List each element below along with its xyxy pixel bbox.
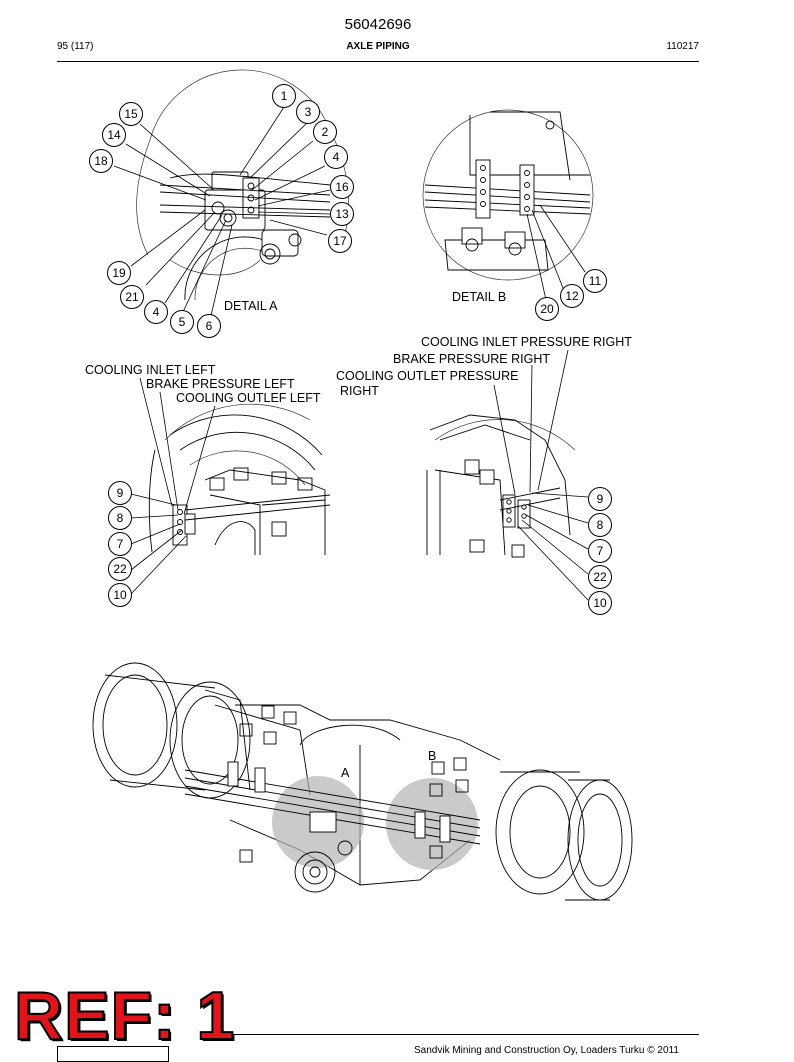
page-indicator: 95 (117) <box>57 41 94 52</box>
svg-text:7: 7 <box>117 537 124 551</box>
callout-balloon: 4 <box>144 300 168 324</box>
header-divider <box>57 61 699 62</box>
document-number: 56042696 <box>344 16 412 33</box>
svg-text:4: 4 <box>333 150 340 164</box>
svg-text:13: 13 <box>335 207 349 221</box>
svg-text:5: 5 <box>179 315 186 329</box>
ref-stamp: REF: 1 <box>13 978 236 1054</box>
footer-copyright: Sandvik Mining and Construction Oy, Load… <box>414 1045 679 1056</box>
callout-balloon: 18 <box>89 149 113 173</box>
svg-text:15: 15 <box>124 107 138 121</box>
callout-balloon: 20 <box>535 297 559 321</box>
callout-balloon: 10 <box>108 583 132 607</box>
svg-text:16: 16 <box>335 180 349 194</box>
svg-text:6: 6 <box>206 319 213 333</box>
detail-a-label: DETAIL A <box>224 299 278 313</box>
svg-text:10: 10 <box>593 596 607 610</box>
view-b-marker: B <box>428 749 436 763</box>
callouts-detail-b: 11 12 20 <box>535 269 607 321</box>
svg-text:21: 21 <box>125 290 139 304</box>
date-code: 110217 <box>666 41 699 52</box>
callout-balloon: 14 <box>102 123 126 147</box>
svg-text:9: 9 <box>597 492 604 506</box>
callout-balloon: 17 <box>328 229 352 253</box>
detail-a-view <box>113 69 350 321</box>
svg-text:3: 3 <box>305 105 312 119</box>
svg-text:4: 4 <box>153 305 160 319</box>
callout-balloon: 7 <box>588 539 612 563</box>
callout-balloon: 8 <box>108 506 132 530</box>
svg-text:1: 1 <box>281 89 288 103</box>
callout-balloon: 1 <box>272 84 296 108</box>
svg-text:7: 7 <box>597 544 604 558</box>
callout-balloon: 10 <box>588 591 612 615</box>
svg-text:18: 18 <box>94 154 108 168</box>
callout-balloon: 12 <box>560 284 584 308</box>
footer-divider <box>230 1034 699 1035</box>
svg-text:9: 9 <box>117 486 124 500</box>
callout-balloon: 19 <box>107 261 131 285</box>
label-cooling-inlet-right: COOLING INLET PRESSURE RIGHT <box>421 335 632 349</box>
callout-balloon: 2 <box>313 120 337 144</box>
svg-text:8: 8 <box>597 518 604 532</box>
callout-balloon: 16 <box>330 175 354 199</box>
svg-text:14: 14 <box>107 128 121 142</box>
label-cooling-outlet-left: COOLING OUTLEF LEFT <box>176 391 321 405</box>
callout-balloon: 8 <box>588 513 612 537</box>
label-cooling-outlet-right: COOLING OUTLET PRESSURE <box>336 369 518 383</box>
callout-balloon: 15 <box>119 102 143 126</box>
svg-text:8: 8 <box>117 511 124 525</box>
detail-b-view <box>422 109 594 301</box>
svg-text:17: 17 <box>333 234 347 248</box>
svg-text:10: 10 <box>113 588 127 602</box>
svg-text:19: 19 <box>112 266 126 280</box>
svg-text:11: 11 <box>589 274 602 288</box>
callout-balloon: 9 <box>588 487 612 511</box>
svg-text:22: 22 <box>593 570 607 584</box>
right-hub-view <box>426 349 589 601</box>
callout-balloon: 22 <box>588 565 612 589</box>
callout-balloon: 4 <box>324 145 348 169</box>
detail-b-label: DETAIL B <box>452 290 506 304</box>
callouts-right-view: 9 8 7 22 10 <box>588 487 612 615</box>
callout-balloon: 7 <box>108 532 132 556</box>
callout-balloon: 9 <box>108 481 132 505</box>
callout-balloon: 22 <box>108 557 132 581</box>
label-brake-pressure-left: BRAKE PRESSURE LEFT <box>146 377 295 391</box>
svg-text:12: 12 <box>565 289 579 303</box>
callout-balloon: 5 <box>170 310 194 334</box>
label-cooling-outlet-right-2: RIGHT <box>340 384 379 398</box>
label-cooling-inlet-left: COOLING INLET LEFT <box>85 363 216 377</box>
svg-text:22: 22 <box>113 562 127 576</box>
callout-balloon: 21 <box>120 285 144 309</box>
label-brake-pressure-right: BRAKE PRESSURE RIGHT <box>393 352 550 366</box>
svg-text:2: 2 <box>322 125 329 139</box>
page-title: AXLE PIPING <box>346 41 410 52</box>
callout-balloon: 6 <box>197 314 221 338</box>
detail-b-highlight <box>386 778 478 870</box>
svg-text:20: 20 <box>540 302 554 316</box>
callout-balloon: 3 <box>296 100 320 124</box>
callout-balloon: 13 <box>330 202 354 226</box>
view-a-marker: A <box>341 766 350 780</box>
callouts-left-view: 9 8 7 22 10 <box>108 481 132 607</box>
left-hub-view <box>130 377 331 595</box>
axle-overview <box>92 662 633 901</box>
callouts-detail-a: 1 3 2 4 16 13 17 15 14 18 19 21 4 5 6 <box>89 84 354 338</box>
callout-balloon: 11 <box>583 269 607 293</box>
